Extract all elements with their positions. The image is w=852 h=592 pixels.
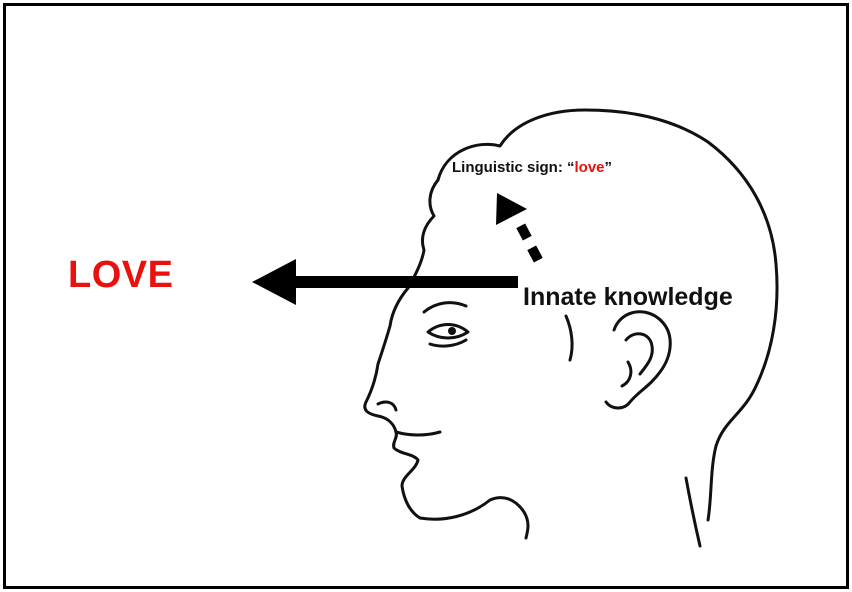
mouth: [396, 432, 440, 435]
eyebrow: [424, 303, 466, 312]
innate-knowledge-label: Innate knowledge: [523, 283, 733, 312]
linguistic-sign-word: love: [575, 159, 605, 176]
eye: [428, 325, 468, 339]
linguistic-sign-prefix: Linguistic sign: “: [452, 159, 575, 176]
arrow-left-icon: [252, 259, 518, 305]
love-concept-label: LOVE: [68, 254, 173, 297]
linguistic-sign-label: Linguistic sign: “love”: [452, 159, 612, 176]
ear: [606, 312, 670, 408]
forehead-outline: [408, 180, 438, 288]
sideburn: [566, 316, 572, 360]
dotted-arrow-icon: [496, 193, 543, 263]
neck-outline: [686, 478, 700, 546]
linguistic-sign-suffix: ”: [605, 159, 613, 176]
jaw-outline: [420, 498, 528, 538]
nostril: [378, 402, 396, 410]
